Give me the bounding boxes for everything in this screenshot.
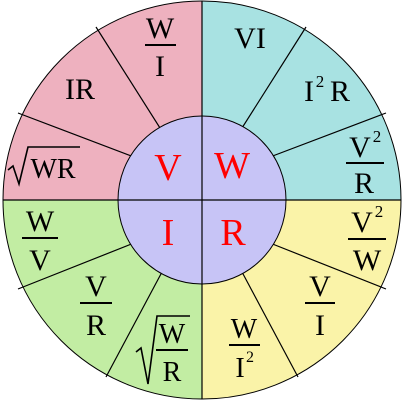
divider-resistance-a [269, 242, 387, 290]
center-power: W [214, 145, 250, 187]
formula-w-over-i: W I [145, 12, 176, 83]
sector-dividers [3, 1, 401, 399]
center-current: I [162, 212, 175, 254]
denominator: R [86, 309, 106, 342]
formula-w-over-i2: W I 2 [229, 314, 260, 384]
denominator: R [163, 357, 182, 388]
denominator: W [353, 244, 382, 277]
formula-ir: IR [65, 73, 95, 106]
divider-current-b [105, 271, 163, 378]
numerator: W [26, 205, 55, 238]
denominator: I [315, 309, 325, 342]
numerator-base: V [351, 206, 373, 239]
formula-sqrt-wr: WR [7, 146, 80, 187]
denominator-exponent: 2 [246, 349, 254, 366]
divider-current-a [17, 242, 135, 290]
divider-resistance-b [241, 271, 299, 378]
denominator: V [29, 244, 51, 277]
base: I [304, 75, 314, 108]
radicand: WR [30, 154, 75, 185]
numerator: W [146, 12, 175, 45]
numerator-base: V [349, 131, 371, 164]
numerator: W [231, 314, 258, 345]
denominator: I [155, 50, 165, 83]
formula-sqrt-w-over-r: W R [135, 315, 190, 388]
divider-power-b [269, 112, 387, 158]
denominator-base: I [235, 353, 244, 384]
divider-voltage-a [95, 26, 161, 129]
formula-v-over-r: V R [80, 270, 112, 342]
formula-i2r: I 2 R [304, 72, 350, 108]
numerator-exponent: 2 [375, 202, 384, 221]
formula-v-over-i: V I [305, 270, 335, 342]
numerator-exponent: 2 [373, 127, 382, 146]
divider-power-a [241, 26, 307, 129]
denominator: R [354, 167, 374, 200]
radical-sign [135, 315, 190, 385]
formula-w-over-v: W V [22, 205, 58, 277]
formula-vi: VI [234, 22, 266, 55]
exponent: 2 [316, 72, 325, 91]
divider-voltage-b [17, 112, 135, 158]
tail: R [330, 75, 350, 108]
numerator: V [309, 270, 331, 303]
radical-sign [7, 146, 80, 187]
center-voltage: V [154, 147, 182, 189]
numerator: V [85, 270, 107, 303]
formula-v2-over-r: V 2 R [346, 127, 384, 200]
center-resistance: R [220, 212, 246, 254]
numerator: W [159, 319, 186, 350]
formula-v2-over-w: V 2 W [348, 202, 386, 277]
